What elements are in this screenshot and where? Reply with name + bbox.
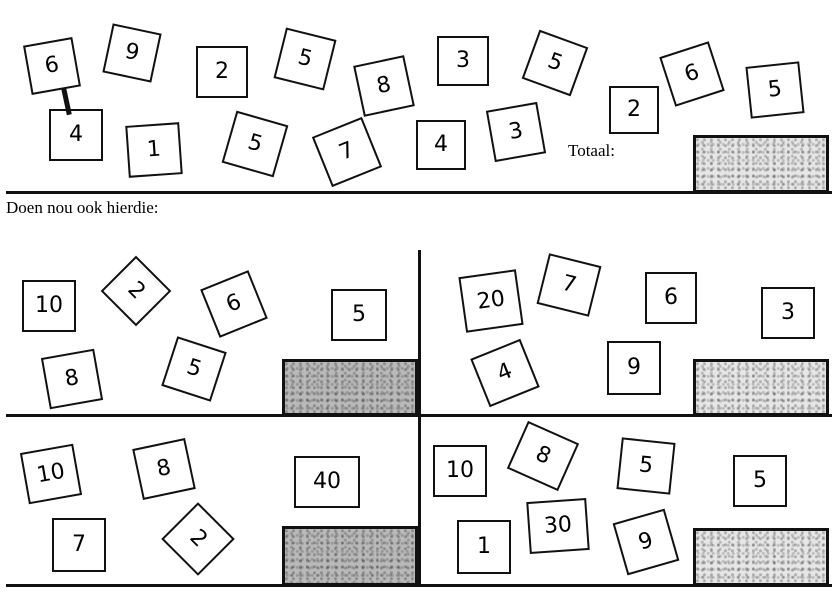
number-card: 2 xyxy=(609,86,659,134)
divider-bottom xyxy=(6,584,832,587)
answer-box[interactable] xyxy=(693,528,829,586)
number-card: 10 xyxy=(433,445,487,497)
number-card: 8 xyxy=(506,420,580,492)
number-card: 5 xyxy=(733,455,787,507)
number-card: 4 xyxy=(470,338,540,408)
number-card: 5 xyxy=(745,61,805,119)
number-card: 5 xyxy=(616,437,676,495)
number-card: 9 xyxy=(612,508,680,576)
number-card: 5 xyxy=(521,29,589,97)
answer-box[interactable] xyxy=(693,359,829,416)
number-card: 20 xyxy=(458,269,524,333)
number-card: 3 xyxy=(437,36,489,86)
number-card: 7 xyxy=(52,518,106,572)
answer-box[interactable] xyxy=(282,359,418,416)
number-card: 6 xyxy=(200,270,268,338)
divider-middle xyxy=(6,414,832,417)
number-card: 5 xyxy=(273,27,337,91)
number-card: 8 xyxy=(40,348,104,410)
total-answer-box[interactable] xyxy=(693,135,829,193)
number-card: 4 xyxy=(49,109,103,161)
number-card: 9 xyxy=(102,23,162,83)
number-card: 7 xyxy=(311,116,383,188)
number-card: 1 xyxy=(125,122,183,178)
number-card: 2 xyxy=(100,255,172,327)
divider-top xyxy=(6,191,832,194)
divider-vertical xyxy=(418,250,421,587)
number-card: 5 xyxy=(161,336,227,402)
number-card: 30 xyxy=(526,497,590,555)
number-card: 5 xyxy=(331,289,387,341)
number-card: 2 xyxy=(196,46,248,98)
number-card: 8 xyxy=(132,437,196,501)
number-card: 5 xyxy=(221,110,289,178)
number-card: 9 xyxy=(607,341,661,395)
answer-box[interactable] xyxy=(282,526,418,586)
number-card: 8 xyxy=(353,55,415,117)
number-card: 6 xyxy=(645,272,697,324)
total-label: Totaal: xyxy=(568,141,615,160)
number-card: 7 xyxy=(536,253,602,317)
number-card: 3 xyxy=(485,101,547,163)
number-card: 1 xyxy=(457,520,511,574)
number-card: 2 xyxy=(161,502,235,576)
number-card: 6 xyxy=(23,37,81,95)
number-card: 10 xyxy=(19,443,83,505)
number-card: 10 xyxy=(22,280,76,332)
number-card: 3 xyxy=(761,287,815,339)
instruction-text: Doen nou ook hierdie: xyxy=(6,198,159,217)
number-card: 6 xyxy=(659,41,725,107)
number-card: 4 xyxy=(416,120,466,170)
number-card: 40 xyxy=(294,456,360,508)
